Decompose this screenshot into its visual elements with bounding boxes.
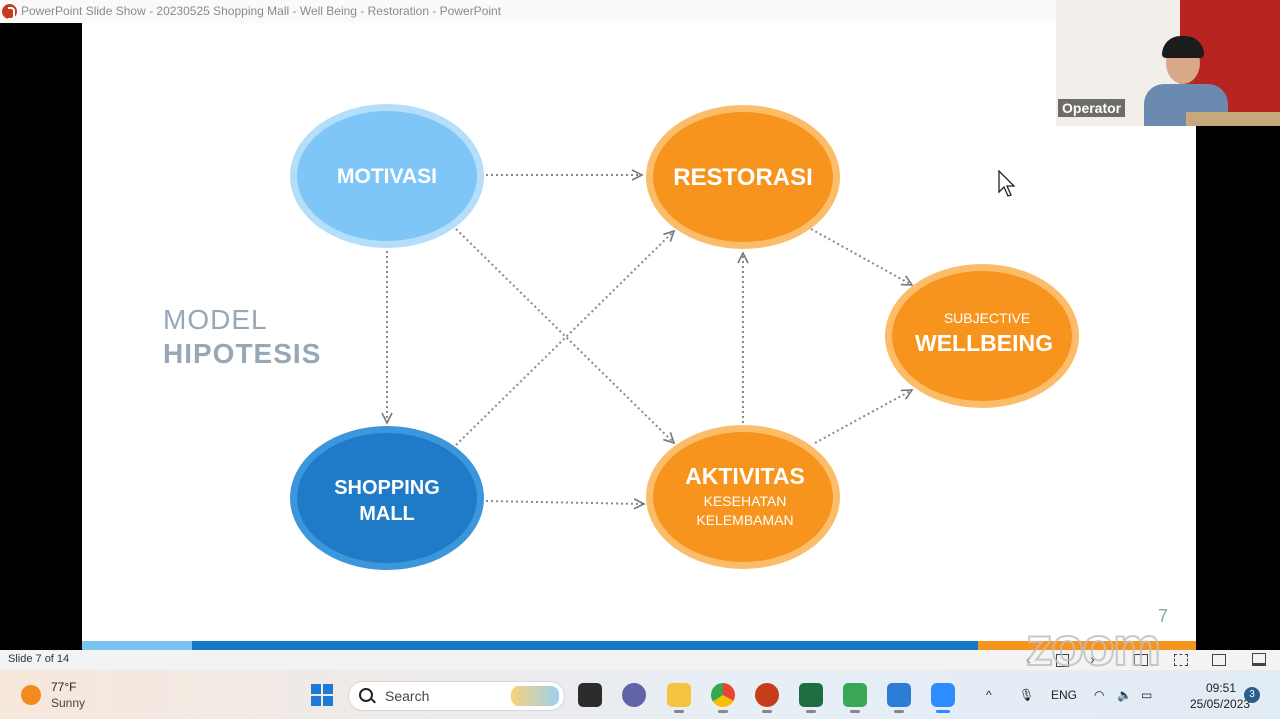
arrow-motivasi-aktivitas: [455, 228, 676, 445]
notes-view-icon[interactable]: [1134, 654, 1148, 666]
arrow-shopping-aktivitas: [485, 498, 646, 510]
footer-color-bars: [82, 637, 1196, 650]
powerpoint-icon: [2, 4, 17, 20]
system-clock[interactable]: 09:51 25/05/2023: [1190, 680, 1251, 712]
bar-light-blue: [82, 641, 192, 650]
battery-icon[interactable]: ▭: [1141, 688, 1153, 702]
file-explorer-icon[interactable]: [667, 683, 691, 713]
search-icon: [359, 688, 373, 702]
weather-condition[interactable]: Sunny: [51, 696, 86, 710]
language-indicator[interactable]: ENG: [1051, 688, 1078, 702]
node-wellbeing-big: WELLBEING: [915, 330, 1053, 356]
participant-name: Operator: [1058, 99, 1126, 117]
slide-sorter-icon[interactable]: [1056, 654, 1069, 667]
notification-badge[interactable]: 3: [1244, 687, 1260, 703]
volume-muted-icon[interactable]: 🔈: [1117, 688, 1132, 702]
node-shopping-line1: SHOPPING: [334, 477, 440, 499]
search-label: Search: [385, 688, 430, 704]
zoom-app-icon[interactable]: [931, 683, 955, 713]
arrow-aktivitas-wellbeing: [814, 389, 914, 444]
project-app-icon[interactable]: [843, 683, 867, 713]
node-motivasi: MOTIVASI: [290, 104, 484, 248]
node-restorasi-label: RESTORASI: [673, 164, 813, 191]
clock-time: 09:51: [1205, 681, 1236, 695]
video-desk: [1186, 112, 1280, 126]
arrow-shopping-restorasi: [455, 229, 676, 446]
show-hidden-icons-chevron-icon[interactable]: ^: [986, 688, 992, 702]
video-person-hair: [1162, 36, 1204, 58]
next-slide-icon[interactable]: ›: [1090, 651, 1095, 667]
node-aktivitas-sub2: KELEMBAMAN: [696, 512, 793, 528]
node-aktivitas-big: AKTIVITAS: [685, 463, 805, 489]
letterbox-right: [1196, 23, 1280, 650]
chrome-icon[interactable]: [711, 683, 735, 713]
slide-indicator: Slide 7 of 14: [8, 653, 70, 665]
weather-temperature[interactable]: 77°F: [51, 680, 77, 694]
node-wellbeing: SUBJECTIVE WELLBEING: [885, 264, 1079, 408]
slide-page-number: 7: [1158, 606, 1169, 626]
microphone-icon[interactable]: 🎙: [1019, 688, 1035, 702]
participant-video[interactable]: Operator: [1056, 0, 1280, 126]
node-motivasi-label: MOTIVASI: [337, 165, 437, 188]
slideshow-status-bar: Slide 7 of 14: [0, 650, 1280, 670]
teams-chat-icon[interactable]: [622, 683, 646, 707]
arrow-restorasi-wellbeing: [810, 228, 914, 286]
window-title: PowerPoint Slide Show - 20230525 Shoppin…: [21, 4, 502, 18]
powerpoint-taskbar-icon[interactable]: [755, 683, 779, 713]
presenter-view-icon[interactable]: [1252, 653, 1266, 666]
hypothesis-diagram: MOTIVASI RESTORASI SUBJECTIVE WELLBEING …: [290, 104, 1079, 570]
node-shopping-mall: SHOPPING MALL: [290, 426, 484, 570]
model-label-line1: MODEL: [163, 304, 268, 335]
bar-blue: [192, 641, 978, 650]
clock-date: 25/05/2023: [1190, 697, 1251, 711]
windows-start-icon[interactable]: [311, 684, 333, 706]
slide-canvas[interactable]: MOTIVASI RESTORASI SUBJECTIVE WELLBEING …: [82, 23, 1196, 650]
task-view-icon[interactable]: [578, 683, 602, 707]
node-shopping-line2: MALL: [359, 503, 415, 525]
window-titlebar: PowerPoint Slide Show - 20230525 Shoppin…: [0, 0, 1280, 23]
node-wellbeing-small: SUBJECTIVE: [944, 310, 1030, 326]
excel-icon[interactable]: [799, 683, 823, 713]
zoom-watermark: zoom: [1025, 616, 1162, 678]
photos-icon[interactable]: [887, 683, 911, 713]
bar-orange: [978, 641, 1196, 650]
node-restorasi: RESTORASI: [646, 105, 840, 249]
wifi-icon[interactable]: ◠: [1094, 688, 1105, 702]
model-label-line2: HIPOTESIS: [163, 338, 322, 369]
sun-icon[interactable]: [21, 685, 41, 705]
node-aktivitas-sub1: KESEHATAN: [704, 493, 787, 509]
search-highlight-image: [511, 686, 559, 706]
node-aktivitas: AKTIVITAS KESEHATAN KELEMBAMAN: [646, 425, 840, 569]
reading-view-icon[interactable]: [1212, 654, 1226, 666]
letterbox-left: [0, 23, 82, 650]
grid-view-icon[interactable]: [1174, 654, 1188, 666]
taskbar-search-box[interactable]: Search: [348, 681, 565, 711]
previous-slide-icon[interactable]: ‹: [1026, 651, 1031, 667]
model-hipotesis-title: MODEL HIPOTESIS: [163, 303, 321, 371]
mouse-cursor-icon: [998, 170, 1016, 197]
